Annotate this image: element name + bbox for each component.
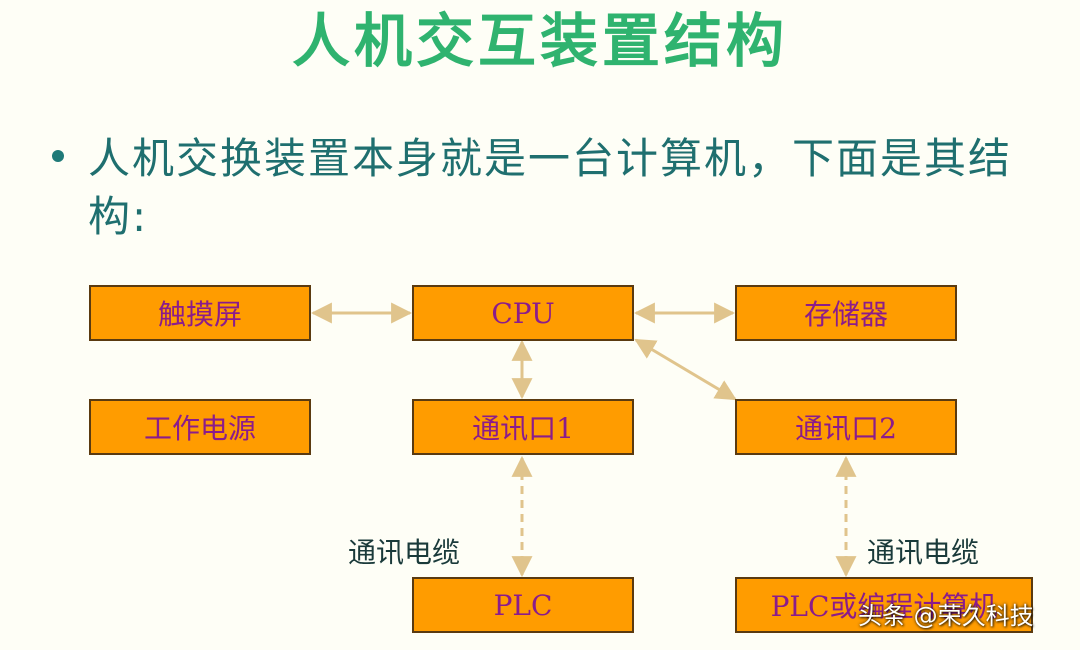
power-box: 工作电源 [89,399,311,455]
touchscreen-box: 触摸屏 [89,285,311,341]
cpu-box: CPU [412,285,634,341]
plc-computer-box: PLC或编程计算机 [735,577,1033,633]
watermark: 头条 @荣久科技 [858,602,1034,630]
cable-label-left: 通讯电缆 [348,536,461,569]
slide-title: 人机交互装置结构 [291,7,788,75]
port1-box: 通讯口1 [412,399,634,455]
port2-box: 通讯口2 [735,399,957,455]
plc-box: PLC [412,577,634,633]
arrow-cpu-port2 [634,338,737,401]
memory-box: 存储器 [735,285,957,341]
cable-label-right: 通讯电缆 [867,536,980,569]
bullet-text: 人机交换装置本身就是一台计算机，下面是其结构: [88,134,1013,241]
bullet-dot [52,150,64,162]
